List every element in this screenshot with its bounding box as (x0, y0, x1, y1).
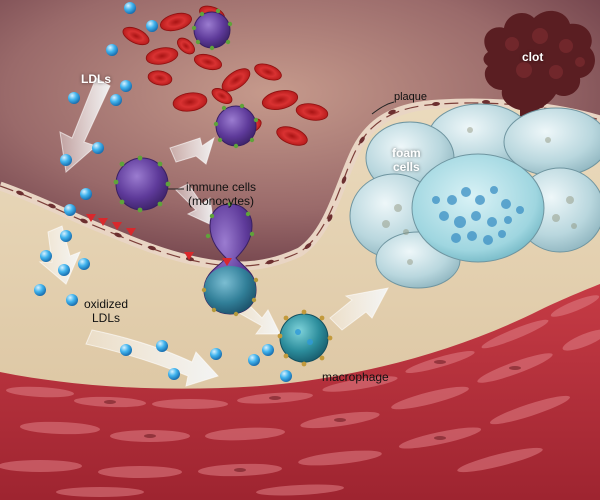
label-macrophage: macrophage (322, 370, 389, 384)
arrow-monocyte-entry (175, 183, 215, 227)
macrophage-cell (277, 309, 333, 367)
arrow-blood-monocyte (169, 136, 215, 165)
label-foam-cells-text: foam cells (392, 146, 421, 174)
label-plaque: plaque (394, 91, 428, 103)
arrow-ldl-entry (59, 77, 111, 173)
ldl-particles (34, 2, 292, 382)
red-blood-cells (122, 5, 329, 146)
label-immune-cells-text: immune cells (monocytes) (186, 180, 257, 208)
monocyte-adhering (113, 155, 171, 213)
monocyte-middle (213, 103, 259, 149)
foam-cell-lipid-droplets (432, 186, 524, 245)
label-oxidized-ldls-text: oxidized LDLs (84, 297, 129, 325)
smooth-muscle-layer (0, 284, 600, 500)
monocyte-top (191, 8, 233, 51)
endothelial-cells (0, 102, 600, 267)
foam-cell-cluster (349, 103, 600, 289)
label-immune-cells: immune cells (monocytes) (186, 180, 256, 208)
label-foam-cells: foam cells (392, 146, 421, 174)
adhesion-molecules (86, 214, 232, 266)
arrow-macrophage-to-foam (329, 287, 389, 331)
label-ldls: LDLs (81, 72, 111, 86)
monocytes (113, 8, 259, 317)
label-oxidized-ldls: oxidized LDLs (84, 297, 128, 325)
clot (483, 10, 595, 125)
label-clot: clot (522, 50, 544, 64)
plaque-callout-line (371, 101, 395, 115)
